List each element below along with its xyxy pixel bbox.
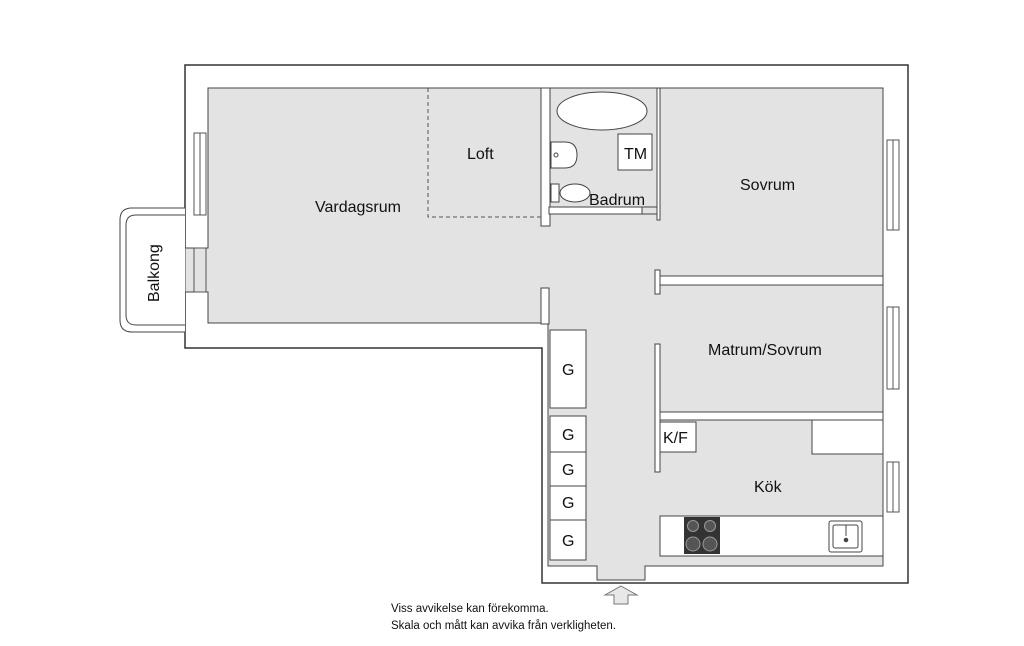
label-g-4: G	[562, 495, 574, 512]
windows	[193, 132, 900, 513]
stove	[684, 517, 720, 554]
label-kf: K/F	[663, 430, 688, 447]
label-balkong: Balkong	[146, 244, 163, 302]
label-sovrum: Sovrum	[740, 177, 795, 194]
bathtub	[556, 91, 648, 131]
wardrobe-3	[549, 451, 587, 487]
washing-machine	[617, 133, 653, 171]
toilet	[550, 183, 591, 203]
label-g-1: G	[562, 362, 574, 379]
loft-outline	[427, 88, 541, 218]
wardrobe-2	[549, 415, 587, 453]
wardrobe-4	[549, 485, 587, 521]
label-matrum: Matrum/Sovrum	[708, 342, 822, 359]
disclaimer-notes: Viss avvikelse kan förekomma. Skala och …	[391, 601, 616, 635]
disclaimer-line-2: Skala och mått kan avvika från verklighe…	[391, 620, 617, 632]
label-tm: TM	[624, 146, 647, 163]
interior-walls	[540, 87, 884, 473]
wardrobe-1	[549, 329, 587, 409]
label-vardagsrum: Vardagsrum	[315, 199, 401, 216]
label-badrum: Badrum	[589, 192, 645, 209]
balcony-inner	[125, 214, 185, 326]
disclaimer-line-1: Viss avvikelse kan förekomma.	[391, 603, 549, 615]
wardrobes	[549, 329, 587, 561]
label-g-5: G	[562, 533, 574, 550]
balcony	[119, 207, 185, 333]
entrance-arrow-icon	[603, 585, 639, 605]
fridge-freezer	[659, 421, 697, 453]
label-kok: Kök	[754, 479, 783, 496]
washbasin	[550, 141, 578, 169]
label-g-2: G	[562, 427, 574, 444]
label-loft: Loft	[467, 146, 494, 163]
kitchen-counter-upper	[811, 419, 884, 455]
sink	[828, 520, 863, 553]
label-g-3: G	[562, 462, 574, 479]
wardrobe-5	[549, 519, 587, 561]
